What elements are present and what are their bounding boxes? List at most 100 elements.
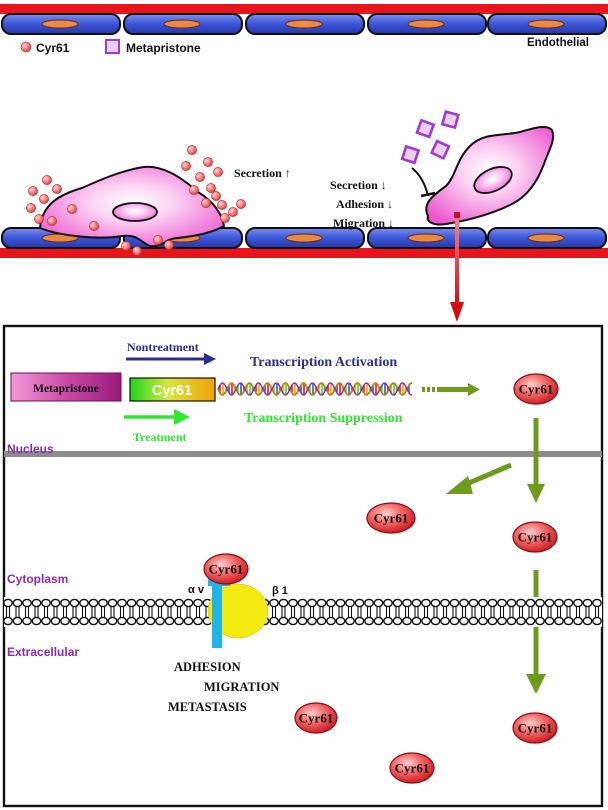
cyr61-dot <box>28 186 38 196</box>
cytoplasm-label: Cytoplasm <box>7 572 68 586</box>
transcription-suppression-label: Transcription Suppression <box>244 411 403 426</box>
cyr61-dot <box>211 191 221 201</box>
cyr61-dot <box>52 184 62 194</box>
cyr61-protein: Cyr61 <box>513 373 559 405</box>
dna-helix <box>217 382 412 396</box>
cyr61-dot <box>164 240 174 250</box>
phospholipid <box>430 598 441 626</box>
phospholipid <box>50 598 61 626</box>
inhibition-arrow <box>411 167 436 198</box>
nuclear-envelope <box>4 451 602 457</box>
phospholipid <box>383 598 393 626</box>
cyr61-protein-shape <box>512 521 558 553</box>
cyr61-dot <box>181 161 191 171</box>
nontreatment-path: Nontreatment <box>126 340 216 365</box>
zoom-arrow <box>450 212 464 322</box>
phospholipid <box>449 598 460 626</box>
cyr61-dot <box>228 207 238 217</box>
phospholipid <box>440 598 450 626</box>
endothelial-layer-top <box>1 13 607 35</box>
cyr61-protein-shape <box>366 502 416 534</box>
phospholipid <box>183 598 194 626</box>
endothelial-cell <box>245 13 365 35</box>
phospholipid <box>468 598 479 626</box>
endothelial-cell <box>245 227 365 249</box>
phospholipid <box>592 598 602 626</box>
outcome-adhesion-label: ADHESION <box>174 660 241 674</box>
cyr61-dot <box>187 145 197 155</box>
phospholipid <box>60 598 70 626</box>
blood-vessel-top <box>0 4 608 14</box>
metapristone-box-label: Metapristone <box>33 383 99 395</box>
phospholipid <box>117 598 127 626</box>
cyr61-protein-label: Cyr61 <box>518 530 553 545</box>
phospholipid <box>69 598 80 626</box>
phospholipid <box>364 598 374 626</box>
endothelial-label: Endothelial <box>527 37 589 49</box>
cyr61-dot <box>206 183 216 193</box>
endothelial-cell <box>487 227 607 249</box>
effect-labels: Secretion ↑ Secretion ↓ Adhesion ↓ Migra… <box>234 166 394 230</box>
cyr61-gene: Cyr61 <box>129 377 216 402</box>
zoom-arrow-head <box>450 302 464 322</box>
cyr61-dot <box>47 216 57 226</box>
phospholipid <box>145 598 156 626</box>
phospholipid <box>41 598 51 626</box>
legend: Cyr61 Metapristone Endothelial <box>20 37 589 55</box>
phospholipid <box>421 598 431 626</box>
phospholipid <box>22 598 32 626</box>
vessel-wall-top <box>0 4 608 14</box>
cyr61-dot <box>42 175 52 185</box>
gene-box <box>129 377 216 402</box>
phospholipid <box>525 598 536 626</box>
cyr61-dot <box>236 199 246 209</box>
outcome-metastasis-label: METASTASIS <box>168 700 247 714</box>
phospholipid <box>373 598 384 626</box>
untreated-cancer-cell <box>38 165 226 248</box>
cell-nucleus <box>112 202 158 222</box>
cyr61-protein-shape <box>294 702 338 734</box>
cyr61-protein: Cyr61 <box>203 553 249 585</box>
cyr61-dot-icon <box>20 41 32 53</box>
cyr61-dot <box>34 214 44 224</box>
phospholipid <box>354 598 365 626</box>
beta1-label: β 1 <box>272 585 288 597</box>
cyr61-dot <box>201 198 211 208</box>
phospholipid <box>31 598 42 626</box>
integrin-beta1-subunit <box>207 583 269 639</box>
cyr61-dot <box>67 204 77 214</box>
endothelial-cell <box>367 227 487 249</box>
blood-vessel-bottom <box>0 248 608 258</box>
cyr61-dot <box>132 246 142 256</box>
phospholipid <box>155 598 165 626</box>
metapristone-box: Metapristone <box>10 372 122 402</box>
phospholipid <box>459 598 469 626</box>
cyr61-protein-label: Cyr61 <box>519 382 554 397</box>
endothelial-cell <box>367 13 487 35</box>
phospholipid <box>136 598 146 626</box>
cyr61-protein-shape <box>513 373 559 405</box>
phospholipid <box>288 598 298 626</box>
phospholipid <box>563 598 574 626</box>
phospholipid <box>345 598 355 626</box>
metapristone-square <box>400 144 421 165</box>
cyr61-dot <box>203 157 213 167</box>
cyr61-dot <box>189 185 199 195</box>
secretion-up-label: Secretion ↑ <box>234 166 291 180</box>
nontreatment-label: Nontreatment <box>127 340 199 354</box>
cyr61-protein-label: Cyr61 <box>518 721 553 736</box>
legend-cyr61-label: Cyr61 <box>36 41 70 55</box>
dna-strand <box>217 382 412 396</box>
phospholipid <box>307 598 317 626</box>
cyr61-dot <box>217 200 227 210</box>
phospholipid <box>411 598 422 626</box>
phospholipid <box>326 598 336 626</box>
cyr61-dot <box>220 213 230 223</box>
legend-metapristone-label: Metapristone <box>126 41 201 55</box>
treated-cancer-cell <box>425 125 554 226</box>
nucleus-label: Nucleus <box>7 442 54 456</box>
cyr61-protein-shape <box>512 712 558 744</box>
phospholipid <box>164 598 175 626</box>
phospholipid <box>544 598 555 626</box>
